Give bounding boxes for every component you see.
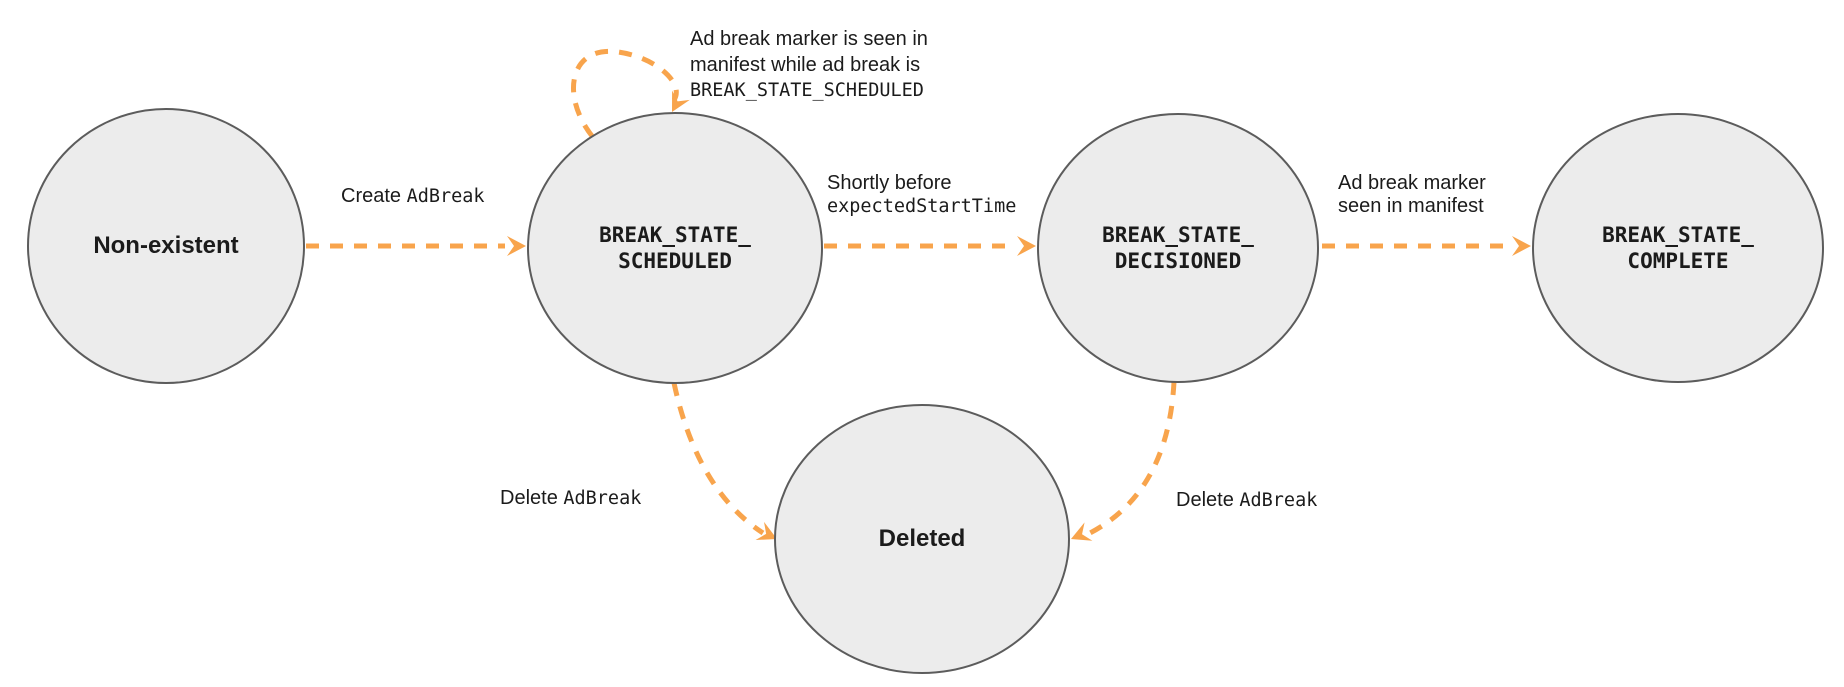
node-scheduled-circle	[527, 112, 823, 384]
arrowhead-icon	[755, 521, 777, 541]
edge-delete-left-path	[671, 382, 765, 536]
edge-delete-right-path	[1088, 381, 1177, 536]
edge-complete-label: Ad break marker seen in manifest	[1338, 172, 1486, 218]
edge-label-text: Delete	[500, 487, 564, 509]
edge-label-code: BREAK_STATE_SCHEDULED	[690, 80, 924, 101]
edge-label-text: Delete	[1176, 489, 1240, 511]
edge-label-line1: Ad break marker	[1338, 172, 1486, 194]
edge-label-line2: seen in manifest	[1338, 195, 1484, 217]
edge-self-loop-label: Ad break marker is seen in manifest whil…	[690, 26, 928, 104]
edge-label-code: AdBreak	[1239, 490, 1318, 511]
arrowhead-icon	[1071, 522, 1093, 541]
node-complete-circle	[1532, 113, 1824, 383]
edge-delete-right-label: Delete AdBreak	[1176, 487, 1317, 514]
edge-delete-left-label: Delete AdBreak	[500, 485, 641, 512]
edge-label-code: AdBreak	[406, 186, 485, 207]
arrowhead-icon	[672, 90, 690, 112]
edge-create-label: Create AdBreak	[341, 183, 485, 210]
edge-paths	[306, 48, 1509, 536]
edge-label-text: Create	[341, 185, 407, 207]
arrowhead-icon	[1512, 236, 1531, 256]
node-decisioned-circle	[1037, 113, 1319, 383]
edge-label-line1: Ad break marker is seen in	[690, 28, 928, 50]
arrowhead-icon	[1017, 236, 1036, 256]
edge-label-code: AdBreak	[563, 488, 642, 509]
node-deleted-circle	[774, 404, 1070, 674]
edge-label-code: expectedStartTime	[827, 196, 1017, 217]
edge-label-line2: manifest while ad break is	[690, 54, 921, 76]
arrowhead-icon	[507, 236, 526, 256]
state-circles	[27, 108, 1824, 674]
edge-decision-label: Shortly before expectedStartTime	[827, 172, 1016, 218]
edge-label-line1: Shortly before	[827, 172, 952, 194]
arrowheads	[507, 90, 1531, 541]
node-non-existent-circle	[27, 108, 305, 384]
